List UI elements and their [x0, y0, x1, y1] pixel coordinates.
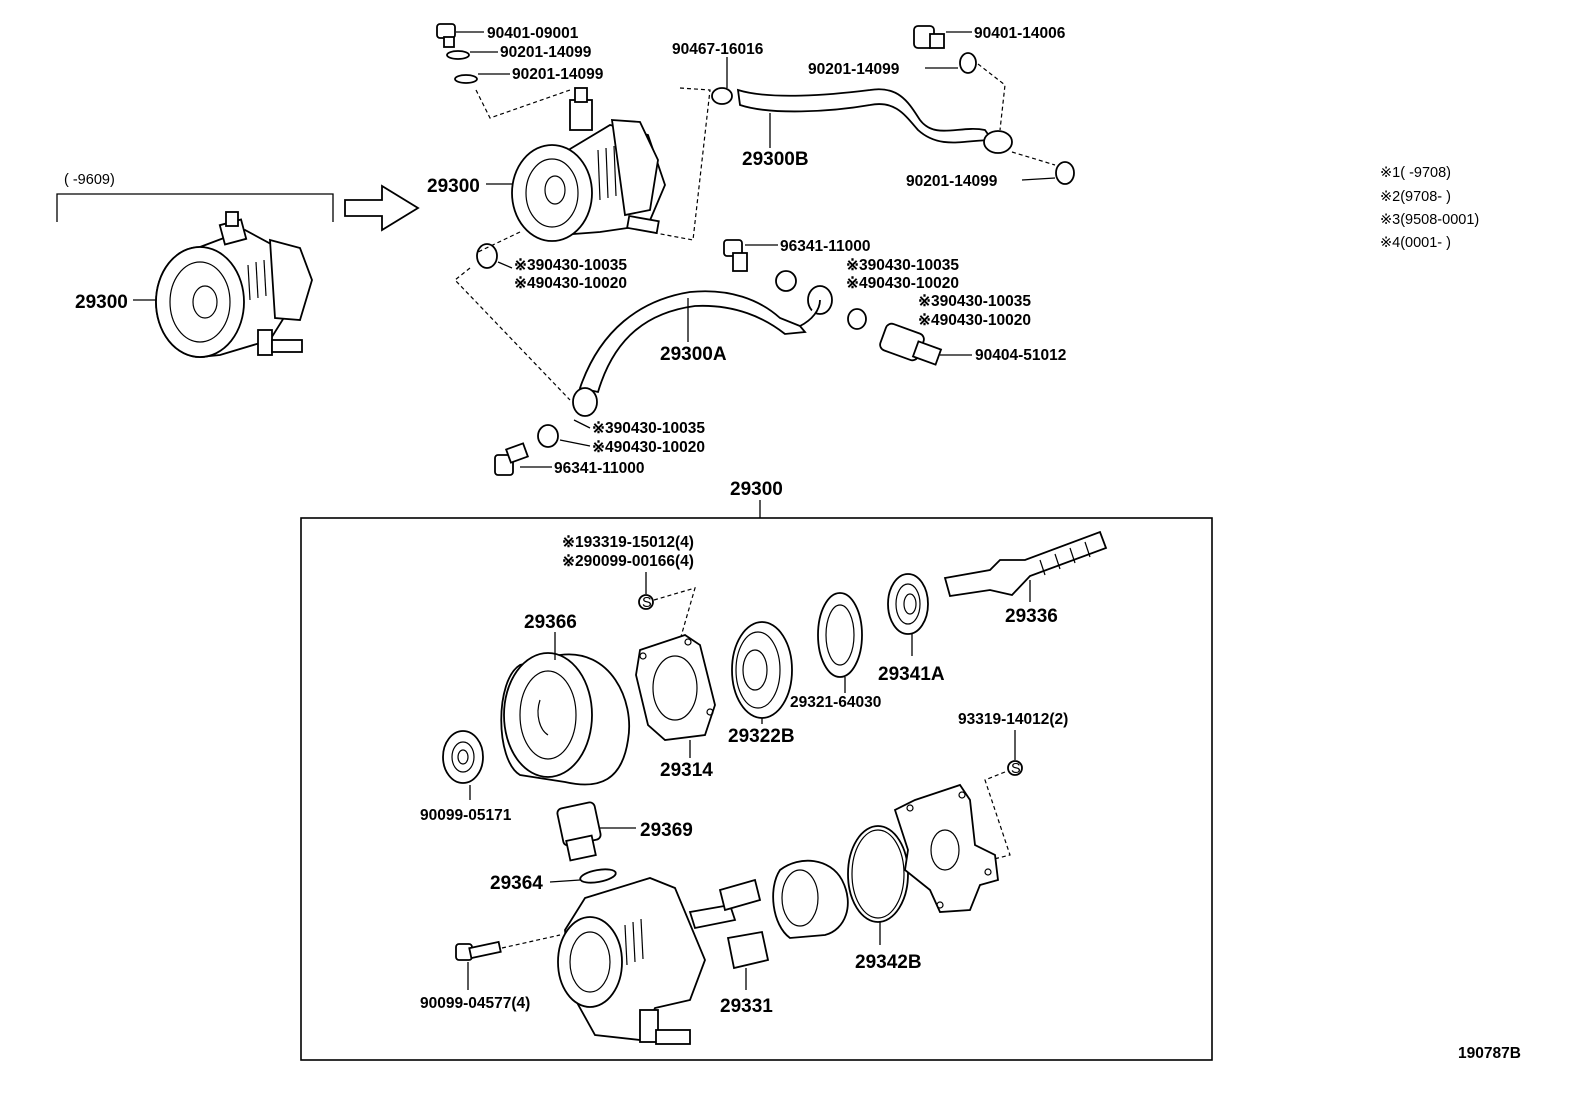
range-bracket: ( -9609) — [56, 172, 334, 222]
oring-29342B: 29342B — [847, 825, 922, 973]
svg-text:29342B: 29342B — [855, 952, 922, 973]
svg-text:※490430-10020: ※490430-10020 — [592, 439, 705, 456]
svg-text:96341-11000: 96341-11000 — [780, 238, 871, 255]
svg-text:29366: 29366 — [524, 612, 577, 633]
bolt-90401-09001: 90401-09001 — [436, 23, 579, 48]
footnotes: ※1( -9708) ※2(9708- ) ※3(9508-0001) ※4(0… — [1380, 165, 1479, 251]
svg-text:※490430-10020: ※490430-10020 — [514, 275, 627, 292]
svg-text:96341-11000: 96341-11000 — [554, 460, 645, 477]
side-plate — [893, 783, 999, 913]
washer-set-a: ※390430-10035 ※490430-10020 — [476, 243, 627, 292]
label-29300-left: 29300 — [75, 292, 128, 313]
svg-text:※390430-10035: ※390430-10035 — [846, 257, 959, 274]
label-29300-top: 29300 — [427, 176, 480, 197]
bearing-29322B: 29322B — [728, 621, 795, 747]
washer-90201-14099-a: 90201-14099 — [446, 44, 592, 61]
oring-29364: 29364 — [490, 868, 617, 894]
nut-90099-05171: 90099-05171 — [420, 730, 512, 824]
svg-text:※490430-10020: ※490430-10020 — [918, 312, 1031, 329]
svg-text:※490430-10020: ※490430-10020 — [846, 275, 959, 292]
bolt-90099-04577: 90099-04577(4) — [420, 934, 561, 1012]
washer-set-c: ※390430-10035 ※490430-10020 — [847, 293, 1031, 330]
screw-93319-14012: 93319-14012(2) S — [958, 711, 1068, 861]
assembly-frame — [300, 517, 1213, 1061]
seal-29341A: 29341A — [878, 573, 945, 685]
washer-90201-14099-c: 90201-14099 — [808, 52, 977, 78]
svg-text:90467-16016: 90467-16016 — [672, 41, 764, 58]
bolt-96341-11000-a: 96341-11000 — [723, 238, 871, 272]
svg-text:29300A: 29300A — [660, 344, 727, 365]
svg-text:29341A: 29341A — [878, 664, 945, 685]
svg-text:※4(0001- ): ※4(0001- ) — [1380, 235, 1451, 251]
arrow-icon — [344, 184, 420, 232]
pulley-29366: 29366 — [500, 612, 630, 786]
svg-text:93319-14012(2): 93319-14012(2) — [958, 711, 1068, 728]
svg-text:90201-14099: 90201-14099 — [808, 61, 900, 78]
svg-text:90201-14099: 90201-14099 — [500, 44, 592, 61]
label-29300-box: 29300 — [730, 479, 783, 500]
svg-text:※3(9508-0001): ※3(9508-0001) — [1380, 212, 1479, 228]
hose-29300A: 29300A — [572, 285, 833, 417]
svg-text:29314: 29314 — [660, 760, 713, 781]
svg-text:※2(9708- ): ※2(9708- ) — [1380, 189, 1451, 205]
range-label: ( -9609) — [64, 172, 115, 188]
fitting-29369: 29369 — [556, 801, 693, 862]
svg-text:※290099-00166(4): ※290099-00166(4) — [562, 553, 694, 570]
svg-text:90404-51012: 90404-51012 — [975, 347, 1066, 364]
svg-text:29331: 29331 — [720, 996, 773, 1017]
washer-90201-14099-b: 90201-14099 — [454, 66, 604, 84]
svg-text:29321-64030: 29321-64030 — [790, 694, 881, 711]
bolt-96341-11000-b: 96341-11000 — [494, 442, 645, 477]
pump-assembly-left: 29300 — [75, 211, 313, 358]
cam-ring — [772, 859, 849, 939]
shaft-29336: 29336 — [943, 530, 1108, 627]
pump-assembly-top: 29300 — [427, 87, 666, 242]
svg-text:29364: 29364 — [490, 873, 543, 894]
svg-text:※390430-10035: ※390430-10035 — [918, 293, 1031, 310]
svg-text:S: S — [642, 595, 652, 611]
svg-text:90401-09001: 90401-09001 — [487, 25, 579, 42]
washer-set-b: ※390430-10035 ※490430-10020 — [775, 257, 959, 292]
svg-text:S: S — [1011, 761, 1021, 777]
svg-text:※193319-15012(4): ※193319-15012(4) — [562, 534, 694, 551]
housing-main — [557, 877, 706, 1045]
svg-text:90099-05171: 90099-05171 — [420, 807, 512, 824]
drawing-id: 190787B — [1458, 1045, 1521, 1062]
svg-text:29322B: 29322B — [728, 726, 795, 747]
screw-set-e: ※193319-15012(4) ※290099-00166(4) S — [562, 534, 696, 641]
union-90404-51012: 90404-51012 — [879, 322, 1066, 366]
washer-29321-64030: 29321-64030 — [790, 592, 881, 711]
svg-text:90201-14099: 90201-14099 — [906, 173, 998, 190]
plate-29314: 29314 — [635, 634, 716, 781]
washer-90201-14099-d: 90201-14099 — [906, 161, 1075, 190]
svg-text:※1( -9708): ※1( -9708) — [1380, 165, 1451, 181]
washer-set-d: ※390430-10035 ※490430-10020 — [537, 419, 705, 456]
bolt-90401-14006: 90401-14006 — [913, 25, 1066, 49]
vanes-29331: 29331 — [688, 878, 773, 1017]
svg-text:29300B: 29300B — [742, 149, 809, 170]
svg-text:※390430-10035: ※390430-10035 — [592, 420, 705, 437]
svg-text:90401-14006: 90401-14006 — [974, 25, 1066, 42]
hose-29300B: 90467-16016 29300B — [672, 41, 1013, 170]
svg-text:29369: 29369 — [640, 820, 693, 841]
svg-text:※390430-10035: ※390430-10035 — [514, 257, 627, 274]
svg-text:90099-04577(4): 90099-04577(4) — [420, 995, 530, 1012]
svg-text:90201-14099: 90201-14099 — [512, 66, 604, 83]
svg-text:29336: 29336 — [1005, 606, 1058, 627]
